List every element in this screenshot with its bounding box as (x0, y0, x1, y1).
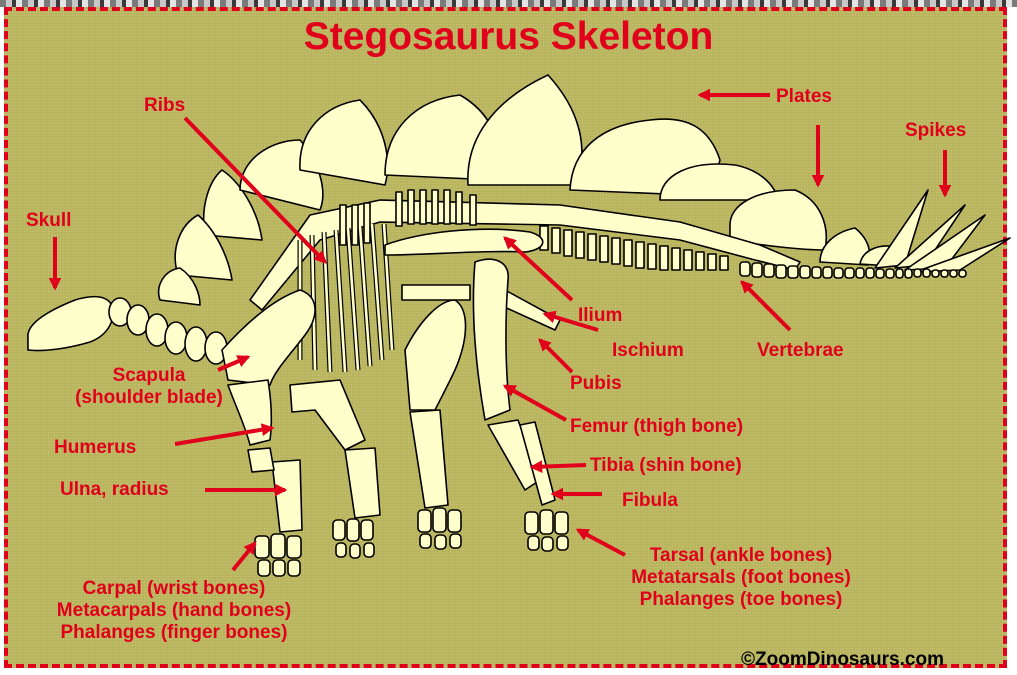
label-ilium: Ilium (578, 305, 622, 327)
label-scapula: Scapula (shoulder blade) (64, 365, 234, 409)
label-ulna-radius: Ulna, radius (60, 479, 169, 501)
front-foot-bones (255, 534, 301, 576)
skull (28, 297, 113, 351)
label-ribs: Ribs (144, 95, 185, 117)
label-pubis: Pubis (570, 373, 622, 395)
label-skull: Skull (26, 210, 71, 232)
label-tibia: Tibia (shin bone) (590, 455, 742, 477)
label-spikes: Spikes (905, 120, 966, 142)
label-front-foot: Carpal (wrist bones) Metacarpals (hand b… (14, 578, 334, 644)
label-metacarpals: Metacarpals (hand bones) (14, 600, 334, 622)
diagram-title: Stegosaurus Skeleton (0, 14, 1017, 60)
femur (473, 259, 510, 420)
label-toe-phalanges: Phalanges (toe bones) (595, 589, 887, 611)
label-tarsal: Tarsal (ankle bones) (595, 545, 887, 567)
label-vertebrae: Vertebrae (757, 340, 844, 362)
label-carpal: Carpal (wrist bones) (14, 578, 334, 600)
neck-vertebrae (109, 298, 227, 364)
scapula (222, 290, 315, 385)
label-metatarsals: Metatarsals (foot bones) (595, 567, 887, 589)
label-plates: Plates (776, 86, 832, 108)
label-femur: Femur (thigh bone) (570, 416, 743, 438)
label-hind-foot: Tarsal (ankle bones) Metatarsals (foot b… (595, 545, 887, 611)
pubis (402, 285, 470, 300)
hind-foot-bones (525, 510, 568, 551)
label-ischium: Ischium (612, 340, 684, 362)
label-finger-phalanges: Phalanges (finger bones) (14, 622, 334, 644)
tail-spikes (875, 190, 1010, 272)
label-scapula-name: Scapula (64, 365, 234, 387)
label-scapula-note: (shoulder blade) (64, 387, 234, 409)
ischium (500, 290, 560, 330)
label-humerus: Humerus (54, 437, 136, 459)
label-fibula: Fibula (622, 490, 678, 512)
copyright-notice: ©ZoomDinosaurs.com (741, 649, 944, 671)
ulna-radius (272, 460, 302, 532)
